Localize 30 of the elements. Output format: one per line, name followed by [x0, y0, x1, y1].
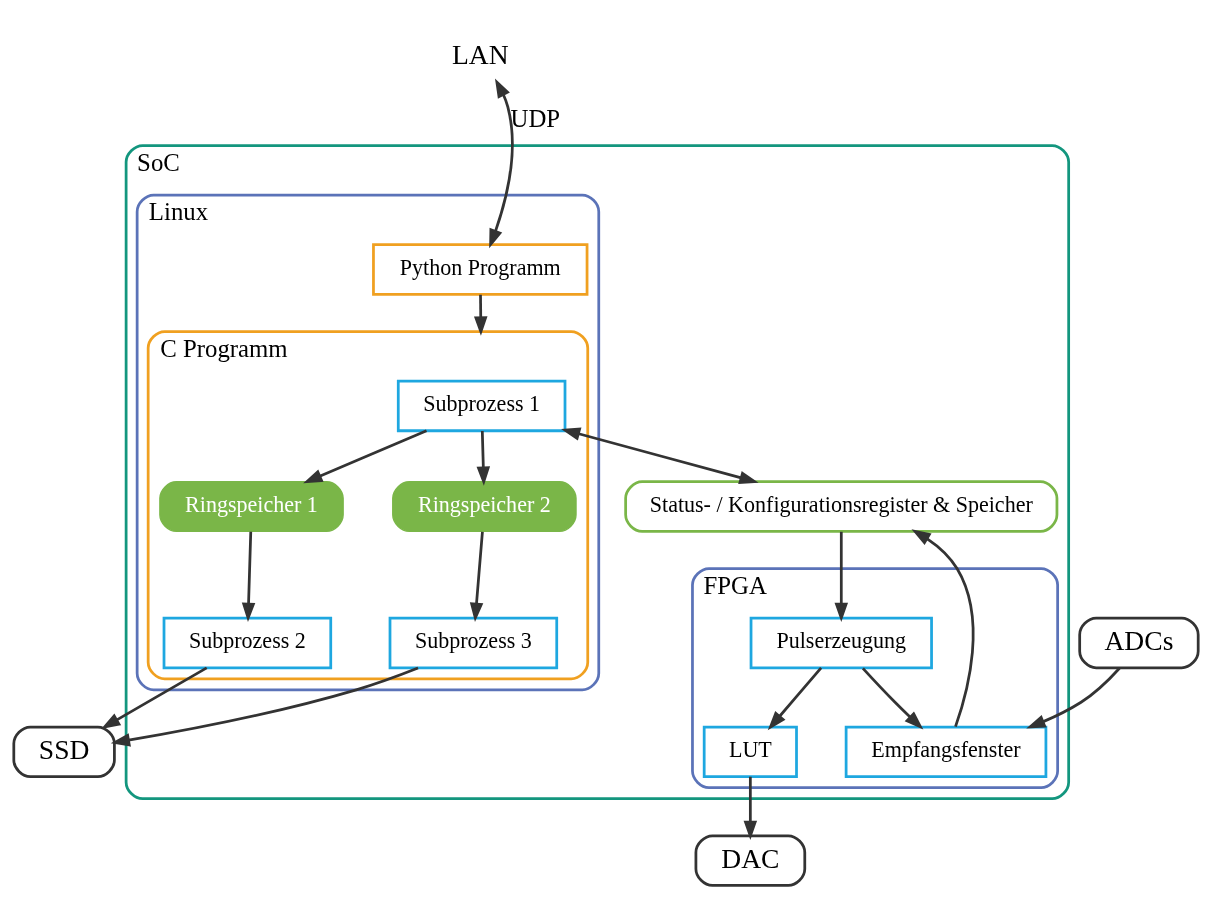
arrow	[469, 531, 484, 623]
arrow	[476, 430, 491, 486]
arrow	[767, 667, 823, 731]
arrow	[834, 531, 849, 623]
node-box: Ringspeicher 1	[159, 481, 344, 533]
node-box: Empfangsfenster	[844, 725, 1048, 778]
node-box: Ringspeicher 2	[392, 481, 577, 533]
arrow	[101, 666, 208, 730]
arrow	[1026, 667, 1121, 729]
arrow	[861, 667, 924, 730]
arrow	[743, 776, 758, 840]
node-box: SSD	[12, 725, 116, 778]
arrow	[561, 427, 759, 485]
node-box: Status- / Konfigurationsregister & Speicher	[624, 480, 1059, 533]
arrow	[911, 529, 975, 728]
node-box: Subprozess 2	[162, 616, 333, 670]
edge-label: UDP	[510, 104, 561, 132]
arrow	[241, 531, 256, 623]
arrow	[110, 666, 419, 747]
node-box: Subprozess 1	[396, 379, 567, 433]
node-box: LUT	[702, 725, 798, 778]
node-box: Subprozess 3	[388, 616, 559, 670]
arrow	[473, 294, 488, 336]
node-box: DAC	[694, 834, 807, 887]
node-box: Python Programm	[372, 243, 589, 296]
arrow	[489, 78, 514, 249]
node-text: LAN	[451, 39, 509, 71]
node-box: ADCs	[1078, 616, 1200, 670]
node-box: Pulserzeugung	[749, 616, 933, 670]
arrow	[303, 429, 428, 484]
